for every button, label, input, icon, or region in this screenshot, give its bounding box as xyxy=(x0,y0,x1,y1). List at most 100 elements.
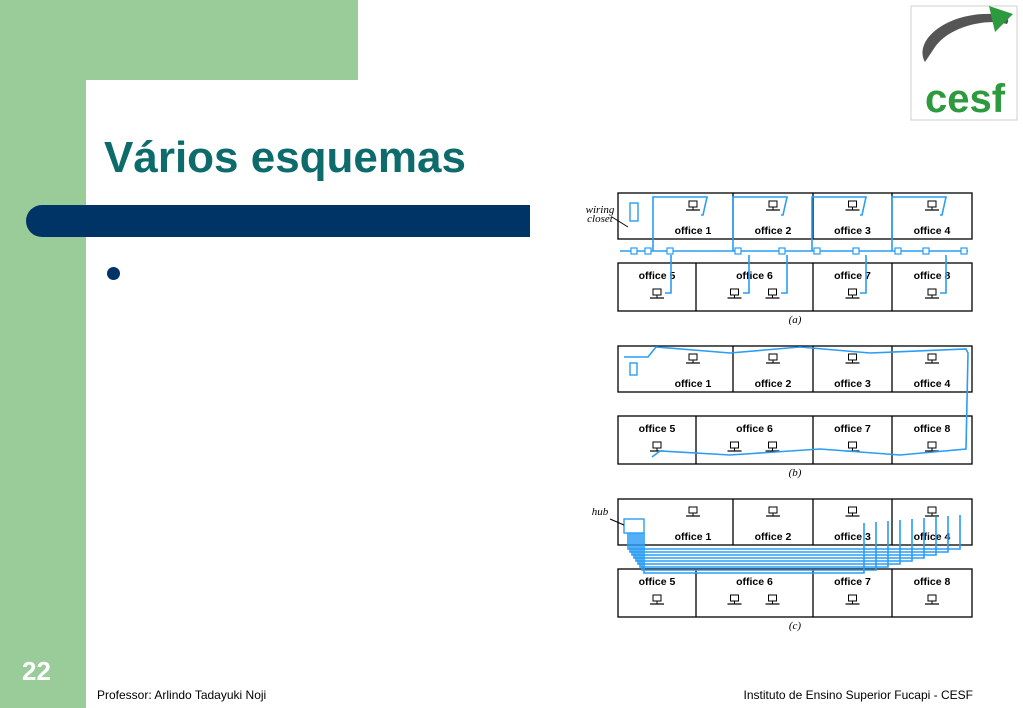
star-cable xyxy=(631,517,937,556)
cable-tap-icon xyxy=(813,247,821,255)
cable-tap-icon xyxy=(778,247,786,255)
logo-arrow-icon xyxy=(989,6,1013,32)
office-row-top xyxy=(617,498,973,546)
star-cable xyxy=(637,520,901,565)
office-top-2-monitor-icon xyxy=(768,200,778,208)
office-top-3-monitor-icon xyxy=(848,353,857,361)
diagram-panel-2: office 1 office 2 office 3 office 4 office 5… xyxy=(617,345,973,479)
title-underline-bar xyxy=(26,205,530,237)
office-label-bottom-4: office 8 xyxy=(914,423,951,435)
office-label-bottom-3: office 7 xyxy=(834,270,871,282)
drop-cable-bottom xyxy=(665,255,672,294)
cable-tap-icon xyxy=(666,247,674,255)
office-label-top-1: office 1 xyxy=(675,225,712,237)
office-bottom-3-monitor-icon xyxy=(848,594,857,602)
office-top-3-monitor-icon xyxy=(848,506,857,514)
office-top-1-monitor-icon xyxy=(688,506,698,514)
office-top-4-monitor-icon xyxy=(927,506,937,514)
drop-cable-bottom xyxy=(860,255,867,294)
bullet-point xyxy=(107,267,120,280)
diagram-panel-1: office 1 office 2 office 3 office 4 office 5… xyxy=(586,192,973,326)
office-bottom-3-monitor-icon xyxy=(848,441,857,449)
office-label-bottom-2: office 6 xyxy=(736,270,773,282)
office-top-1-monitor-icon xyxy=(688,353,698,361)
star-cable xyxy=(633,518,925,559)
office-label-top-2: office 2 xyxy=(755,378,792,390)
office-label-bottom-1: office 5 xyxy=(639,576,676,588)
drop-cable-bottom xyxy=(743,255,750,294)
office-bottom-4-monitor-icon xyxy=(927,441,937,449)
closet-icon xyxy=(629,362,638,376)
drop-cable-top xyxy=(732,196,788,251)
office-row-bottom xyxy=(617,415,973,465)
cable-tap-icon xyxy=(922,247,930,255)
office-row-bottom xyxy=(617,262,973,312)
office-label-top-2: office 2 xyxy=(755,225,792,237)
star-cable xyxy=(639,521,889,568)
office-label-bottom-1: office 5 xyxy=(639,270,676,282)
office-bottom-2b-monitor-icon xyxy=(768,288,777,296)
footer-institution: Instituto de Ensino Superior Fucapi - CE… xyxy=(743,688,973,702)
panel-caption: (a) xyxy=(789,314,802,326)
office-label-top-3: office 3 xyxy=(834,225,871,237)
slide-number: 22 xyxy=(22,656,51,686)
office-label-bottom-2: office 6 xyxy=(736,576,773,588)
drop-cable-top xyxy=(652,196,708,251)
office-top-1-monitor-icon xyxy=(688,200,698,208)
slide-title: Vários esquemas xyxy=(104,133,466,182)
office-label-bottom-3: office 7 xyxy=(834,576,871,588)
office-label-top-1: office 1 xyxy=(675,378,712,390)
office-label-top-1: office 1 xyxy=(675,531,712,543)
side-label: wiring xyxy=(586,204,615,216)
office-bottom-2a-monitor-icon xyxy=(730,594,739,602)
side-label: closet xyxy=(587,213,614,225)
office-label-top-3: office 3 xyxy=(834,531,871,543)
office-bottom-1-monitor-icon xyxy=(652,288,662,296)
office-top-2-monitor-icon xyxy=(768,353,778,361)
hub-pointer xyxy=(609,518,625,526)
cable-tap-icon xyxy=(630,247,638,255)
office-row-top xyxy=(617,345,973,393)
office-label-bottom-4: office 8 xyxy=(914,576,951,588)
office-top-2-monitor-icon xyxy=(768,506,778,514)
office-label-bottom-4: office 8 xyxy=(914,270,951,282)
green-side-band xyxy=(0,0,86,708)
footer-author: Professor: Arlindo Tadayuki Noji xyxy=(97,688,267,702)
office-top-4-monitor-icon xyxy=(927,353,937,361)
drop-cable-bottom xyxy=(781,255,788,294)
office-label-top-3: office 3 xyxy=(834,378,871,390)
office-bottom-1-monitor-icon xyxy=(652,594,662,602)
drop-cable-bottom xyxy=(940,255,947,294)
cabling-diagram: office 1 office 2 office 3 office 4 office 5… xyxy=(586,192,973,632)
office-top-4-monitor-icon xyxy=(927,200,937,208)
office-bottom-1-monitor-icon xyxy=(652,441,662,449)
office-bottom-3-monitor-icon xyxy=(848,288,857,296)
office-label-bottom-2: office 6 xyxy=(736,423,773,435)
panel-caption: (c) xyxy=(789,620,802,632)
logo-arc-icon xyxy=(922,13,1009,62)
office-label-top-2: office 2 xyxy=(755,531,792,543)
drop-cable-top xyxy=(811,196,867,251)
closet-pointer xyxy=(611,216,629,228)
office-bottom-2b-monitor-icon xyxy=(768,441,777,449)
wiring-closet-icon xyxy=(629,202,639,222)
office-bottom-2a-monitor-icon xyxy=(730,288,739,296)
cesf-logo: cesf xyxy=(910,5,1018,121)
office-row-top xyxy=(617,192,973,240)
office-label-bottom-1: office 5 xyxy=(639,423,676,435)
cable-tap-icon xyxy=(894,247,902,255)
office-label-top-4: office 4 xyxy=(914,378,951,390)
star-cable xyxy=(641,522,877,571)
panel-caption: (b) xyxy=(789,467,802,479)
office-bottom-4-monitor-icon xyxy=(927,594,937,602)
office-top-3-monitor-icon xyxy=(848,200,857,208)
cable-tap-icon xyxy=(644,247,652,255)
office-label-bottom-3: office 7 xyxy=(834,423,871,435)
logo-text: cesf xyxy=(925,77,1006,121)
office-label-top-4: office 4 xyxy=(914,225,951,237)
content-corner xyxy=(86,80,386,280)
office-bottom-2a-monitor-icon xyxy=(730,441,739,449)
star-cable xyxy=(629,516,949,553)
star-cable xyxy=(643,523,865,574)
